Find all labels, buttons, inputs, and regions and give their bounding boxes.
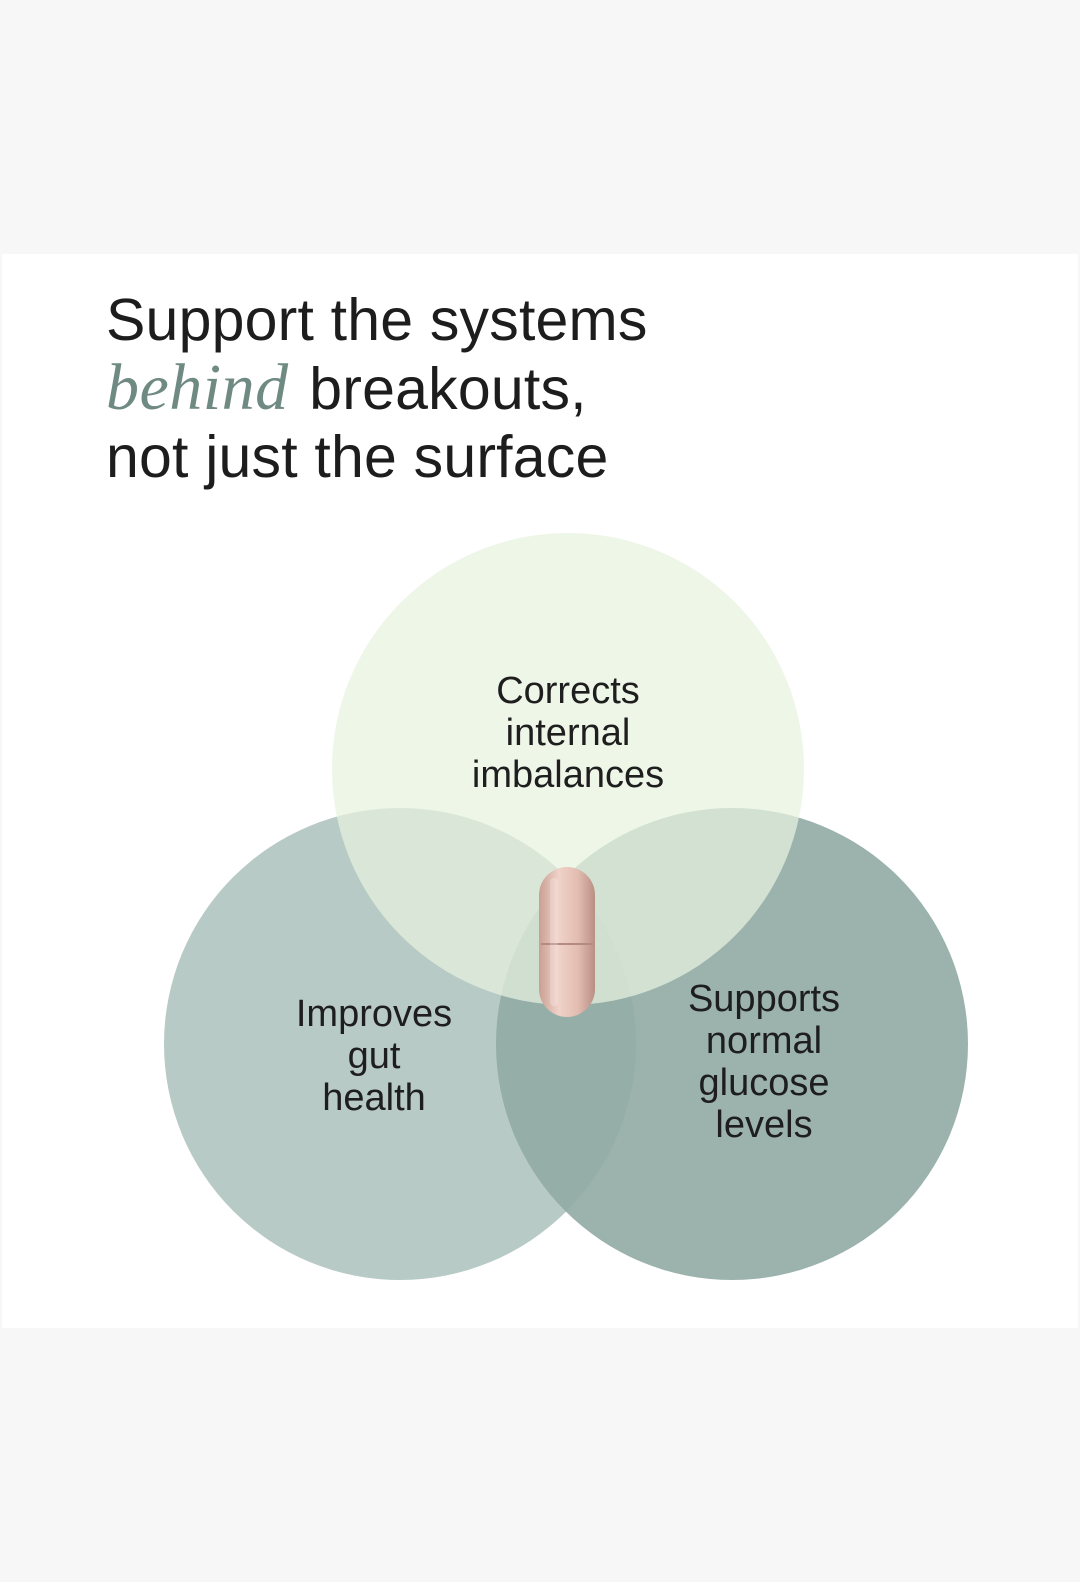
venn-circle-top: [332, 533, 804, 1005]
headline-line-2-rest: breakouts,: [309, 356, 587, 422]
capsule-icon: [539, 867, 595, 1017]
headline-line-1: Support the systems: [106, 287, 648, 353]
venn-label-right: Supports normal glucose levels: [688, 978, 840, 1146]
venn-label-left-line: Improves: [295, 993, 453, 1035]
venn-label-left: Improves gut health: [296, 993, 452, 1119]
venn-label-right-line: levels: [715, 1104, 813, 1146]
venn-label-top-line: imbalances: [471, 754, 665, 796]
headline-line-3: not just the surface: [106, 424, 609, 490]
venn-label-left-line: health: [322, 1077, 426, 1119]
venn-label-top-line: internal: [505, 712, 631, 754]
venn-label-top-line: Corrects: [496, 670, 640, 712]
venn-label-right-line: Supports: [687, 978, 841, 1020]
capsule-highlight: [550, 878, 558, 1006]
headline-line-2: behind breakouts,: [106, 354, 648, 423]
venn-label-left-line: gut: [347, 1035, 401, 1077]
venn-label-right-line: glucose: [698, 1062, 830, 1104]
headline-accent-word: behind: [106, 351, 289, 424]
venn-label-top: Corrects internal imbalances: [472, 670, 664, 796]
venn-label-right-line: normal: [705, 1020, 823, 1062]
capsule-body: [539, 867, 595, 1017]
page-title: Support the systems behind breakouts, no…: [106, 286, 648, 491]
